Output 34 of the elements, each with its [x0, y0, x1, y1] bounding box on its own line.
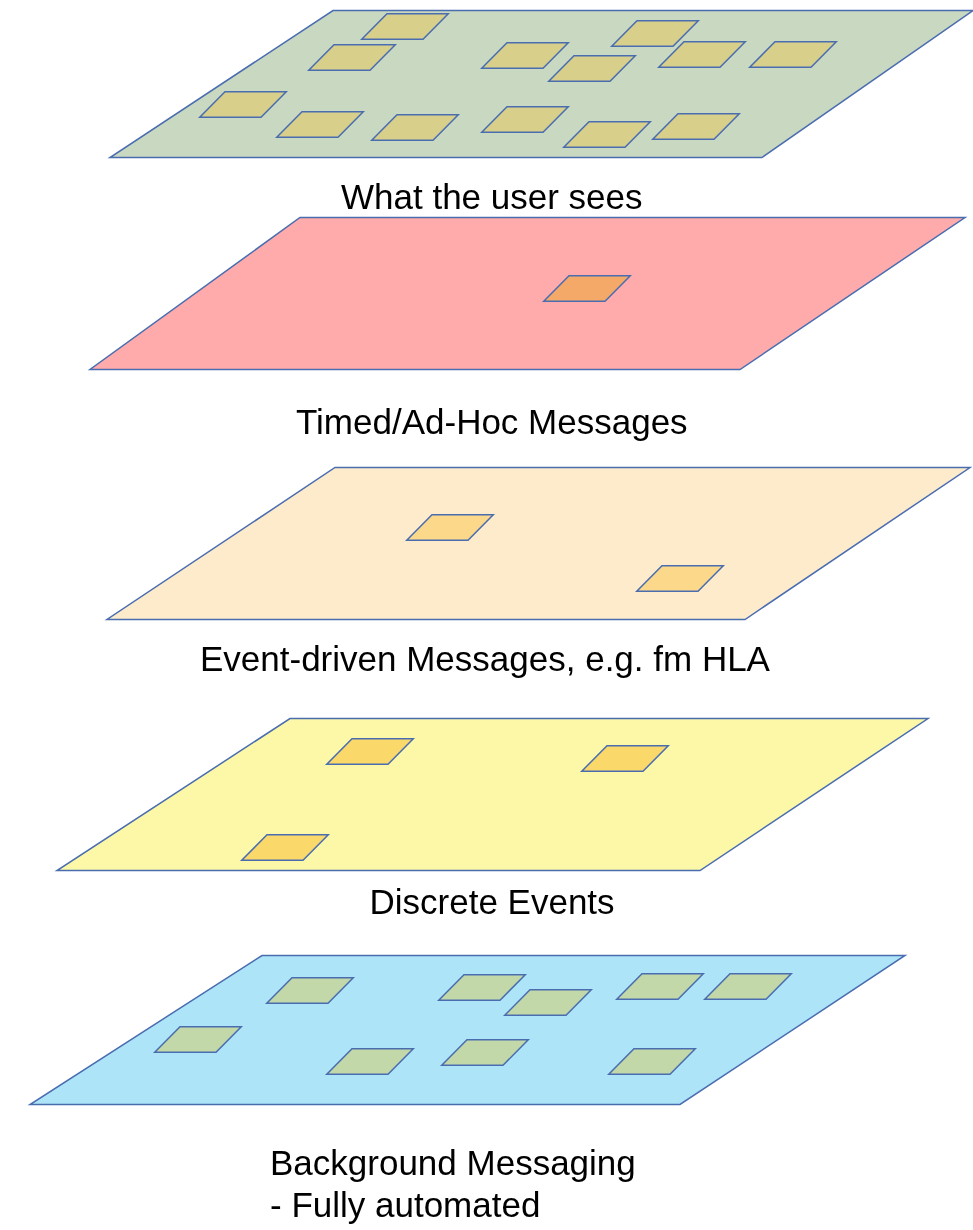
tile	[154, 1025, 242, 1053]
layer-caption: Event-driven Messages, e.g. fm HLA	[200, 639, 770, 679]
tile	[361, 12, 449, 40]
layer-caption: - Fully automated	[270, 1185, 541, 1225]
tile	[481, 105, 569, 133]
tile	[406, 513, 494, 541]
tile	[548, 54, 636, 82]
tile	[308, 43, 396, 71]
tile	[704, 972, 792, 1000]
tile	[276, 110, 364, 138]
tile	[441, 1038, 529, 1066]
tile	[658, 40, 746, 68]
tile	[563, 120, 651, 148]
layer-caption: Background Messaging	[270, 1143, 636, 1183]
tile	[652, 112, 740, 140]
tile	[616, 972, 704, 1000]
tile	[608, 1047, 696, 1075]
tile	[504, 988, 592, 1016]
layer-caption: Timed/Ad-Hoc Messages	[296, 402, 688, 442]
tile	[371, 113, 459, 141]
tile	[438, 973, 526, 1001]
tile	[326, 1047, 414, 1075]
layer-caption: What the user sees	[341, 177, 643, 217]
layer-caption: Discrete Events	[369, 882, 615, 922]
tile	[199, 90, 287, 118]
tile	[481, 41, 569, 69]
tile	[581, 744, 669, 772]
tile	[266, 976, 354, 1004]
tile	[326, 737, 414, 765]
tile	[611, 19, 699, 47]
tile	[636, 564, 724, 592]
tile	[749, 40, 837, 68]
tile	[241, 833, 329, 861]
tile	[543, 274, 631, 302]
